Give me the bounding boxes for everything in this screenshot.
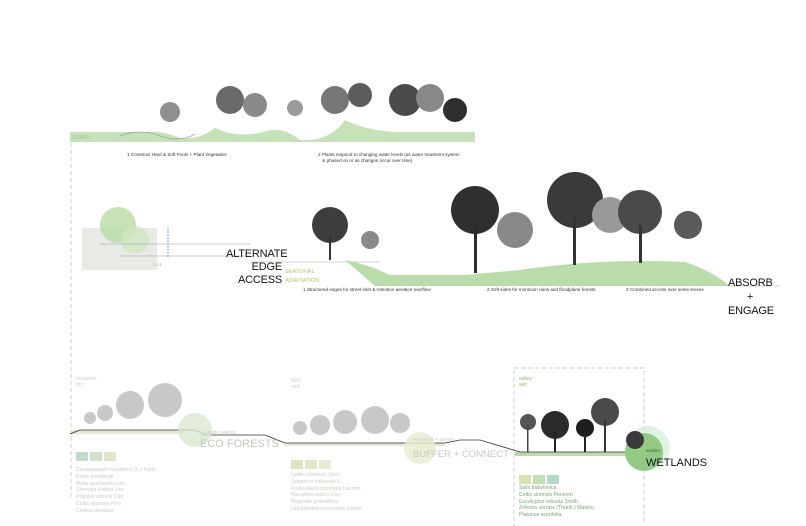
swatch: [104, 452, 116, 461]
swatch: [533, 475, 545, 484]
faint-trees: [84, 383, 410, 435]
zone-eco-sub: outside islands: [203, 430, 237, 436]
zone-wetlands-swatches: [519, 471, 561, 489]
swatch: [90, 452, 102, 461]
zone-eco-title: ECO FORESTS: [200, 438, 279, 450]
swatch: [291, 460, 303, 469]
timeline-trees: [160, 83, 467, 122]
absorb-engage-title: ABSORB+ENGAGE: [728, 277, 774, 317]
swatch: [305, 460, 317, 469]
timeline-start: YEAR 0: [72, 135, 90, 141]
timeline-strip: [70, 83, 475, 142]
inset-label: 1:1:1: [153, 262, 162, 267]
section-step-2: 2 Soft sides for monsoon rains and flood…: [487, 287, 596, 292]
swatch: [319, 460, 331, 469]
zone-buffer-swatches: [291, 456, 333, 474]
timeline-step-2: 2 Plants respond to changing water level…: [318, 152, 460, 163]
section-step-3: 3 Combined access over some levees: [626, 287, 704, 292]
zone-wetlands-sub: swales: [646, 448, 660, 453]
swatch: [519, 475, 531, 484]
section-step-1: 1 Structured edges for street inlet & re…: [303, 287, 431, 292]
section-ground: [82, 172, 780, 287]
timeline-end: YEAR 30: [448, 144, 469, 150]
zone-eco-swatches: [76, 448, 118, 466]
swatch: [547, 475, 559, 484]
wetland-trees: [520, 398, 644, 452]
inset-diagram: [82, 207, 250, 270]
bottom-profile: [69, 383, 670, 471]
swatch: [76, 452, 88, 461]
zone-buffer-title: BUFFER + CONNECT: [413, 449, 509, 460]
section-trees: [312, 172, 702, 273]
zone-wetlands-title: WETLANDS: [646, 457, 708, 469]
timeline-step-1: 1 Construct Hard & Soft Pools + Plant Ve…: [127, 152, 227, 157]
zone-buffer-sub: residence + streets: [412, 437, 455, 443]
